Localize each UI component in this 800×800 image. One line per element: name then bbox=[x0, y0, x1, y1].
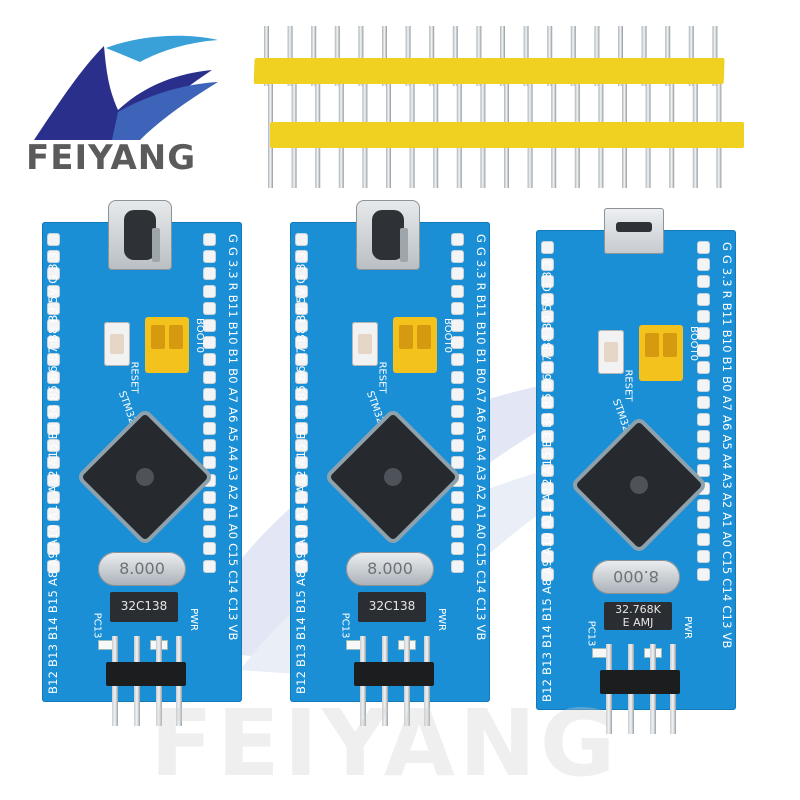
regulator-label: 32C138 bbox=[120, 599, 168, 613]
regulator-chip: 32C138 bbox=[358, 592, 426, 622]
boot-jumper bbox=[145, 317, 189, 373]
mcu-chip bbox=[81, 413, 209, 541]
rtc-crystal-label: 32.768K bbox=[615, 603, 661, 616]
pwr-label: PWR bbox=[681, 616, 693, 639]
mcu-chip bbox=[329, 413, 457, 541]
boot0-label: BOOT0 bbox=[193, 318, 205, 353]
pcb: B12 B13 B14 B15 A8 A9 A10 A11 A12 A15 B3… bbox=[536, 230, 736, 710]
reset-label: RESET bbox=[622, 369, 634, 402]
reset-label: RESET bbox=[376, 361, 388, 394]
stm32-label: STM32 bbox=[609, 397, 632, 434]
led-pc13 bbox=[346, 640, 364, 650]
swd-header bbox=[600, 644, 680, 734]
led-pc13 bbox=[592, 648, 610, 658]
left-pin-labels: B12 B13 B14 B15 A8 A9 A10 A11 A12 A15 B3… bbox=[46, 251, 60, 694]
crystal: 8.000 bbox=[98, 552, 186, 586]
right-pad-row bbox=[698, 242, 712, 702]
reset-button bbox=[104, 322, 130, 366]
pc13-label: PC13 bbox=[585, 620, 597, 647]
brand-watermark: FEIYANG bbox=[150, 690, 620, 797]
rtc-crystal: 32.768K E AMJ bbox=[604, 602, 672, 630]
usb-c-port bbox=[108, 200, 172, 270]
micro-usb-port bbox=[604, 208, 664, 254]
stm32-label: STM32 bbox=[363, 389, 386, 426]
boot0-label: BOOT0 bbox=[441, 318, 453, 353]
pin-header-strip bbox=[253, 26, 744, 188]
boot-jumper bbox=[393, 317, 437, 373]
mcu-chip bbox=[575, 421, 703, 549]
pc13-label: PC13 bbox=[91, 612, 103, 639]
feiyang-wing-logo bbox=[34, 35, 218, 140]
led-pc13 bbox=[98, 640, 116, 650]
swd-header bbox=[354, 636, 434, 726]
reset-button bbox=[352, 322, 378, 366]
boot-jumper bbox=[639, 325, 683, 381]
regulator-label: 32C138 bbox=[368, 599, 416, 613]
boot0-label: BOOT0 bbox=[687, 326, 699, 361]
crystal-label: 8.000 bbox=[119, 559, 165, 578]
right-pin-labels: G G 3.3 R B11 B10 B1 B0 A7 A6 A5 A4 A3 A… bbox=[226, 234, 240, 641]
pwr-label: PWR bbox=[435, 608, 447, 631]
stm32-label: STM32 bbox=[115, 389, 138, 426]
stm32-board-micro-usb: B12 B13 B14 B15 A8 A9 A10 A11 A12 A15 B3… bbox=[536, 208, 736, 738]
pcb: B12 B13 B14 B15 A8 A9 A10 A11 A12 A15 B3… bbox=[42, 222, 242, 702]
left-pad-row bbox=[542, 242, 556, 702]
left-pad-row bbox=[48, 234, 62, 694]
right-pin-labels: G G 3.3 R B11 B10 B1 B0 A7 A6 A5 A4 A3 A… bbox=[474, 234, 488, 641]
stm32-board-typec-1: B12 B13 B14 B15 A8 A9 A10 A11 A12 A15 B3… bbox=[42, 200, 242, 730]
rtc-crystal-sublabel: E AMJ bbox=[622, 616, 654, 629]
left-pin-labels: B12 B13 B14 B15 A8 A9 A10 A11 A12 A15 B3… bbox=[540, 259, 554, 702]
pcb: B12 B13 B14 B15 A8 A9 A10 A11 A12 A15 B3… bbox=[290, 222, 490, 702]
reset-label: RESET bbox=[128, 361, 140, 394]
crystal: 8.000 bbox=[592, 560, 680, 594]
crystal-label: 8.000 bbox=[613, 567, 659, 586]
usb-c-port bbox=[356, 200, 420, 270]
right-pin-labels: G G 3.3 R B11 B10 B1 B0 A7 A6 A5 A4 A3 A… bbox=[720, 242, 734, 649]
pc13-label: PC13 bbox=[339, 612, 351, 639]
crystal: 8.000 bbox=[346, 552, 434, 586]
regulator-chip: 32C138 bbox=[110, 592, 178, 622]
brand-name: FEIYANG bbox=[26, 138, 197, 178]
right-pad-row bbox=[452, 234, 466, 694]
left-pad-row bbox=[296, 234, 310, 694]
crystal-label: 8.000 bbox=[367, 559, 413, 578]
right-pad-row bbox=[204, 234, 218, 694]
left-pin-labels: B12 B13 B14 B15 A8 A9 A10 A11 A12 A15 B3… bbox=[294, 251, 308, 694]
swd-header bbox=[106, 636, 186, 726]
pwr-label: PWR bbox=[187, 608, 199, 631]
reset-button bbox=[598, 330, 624, 374]
stm32-board-typec-2: B12 B13 B14 B15 A8 A9 A10 A11 A12 A15 B3… bbox=[290, 200, 490, 730]
